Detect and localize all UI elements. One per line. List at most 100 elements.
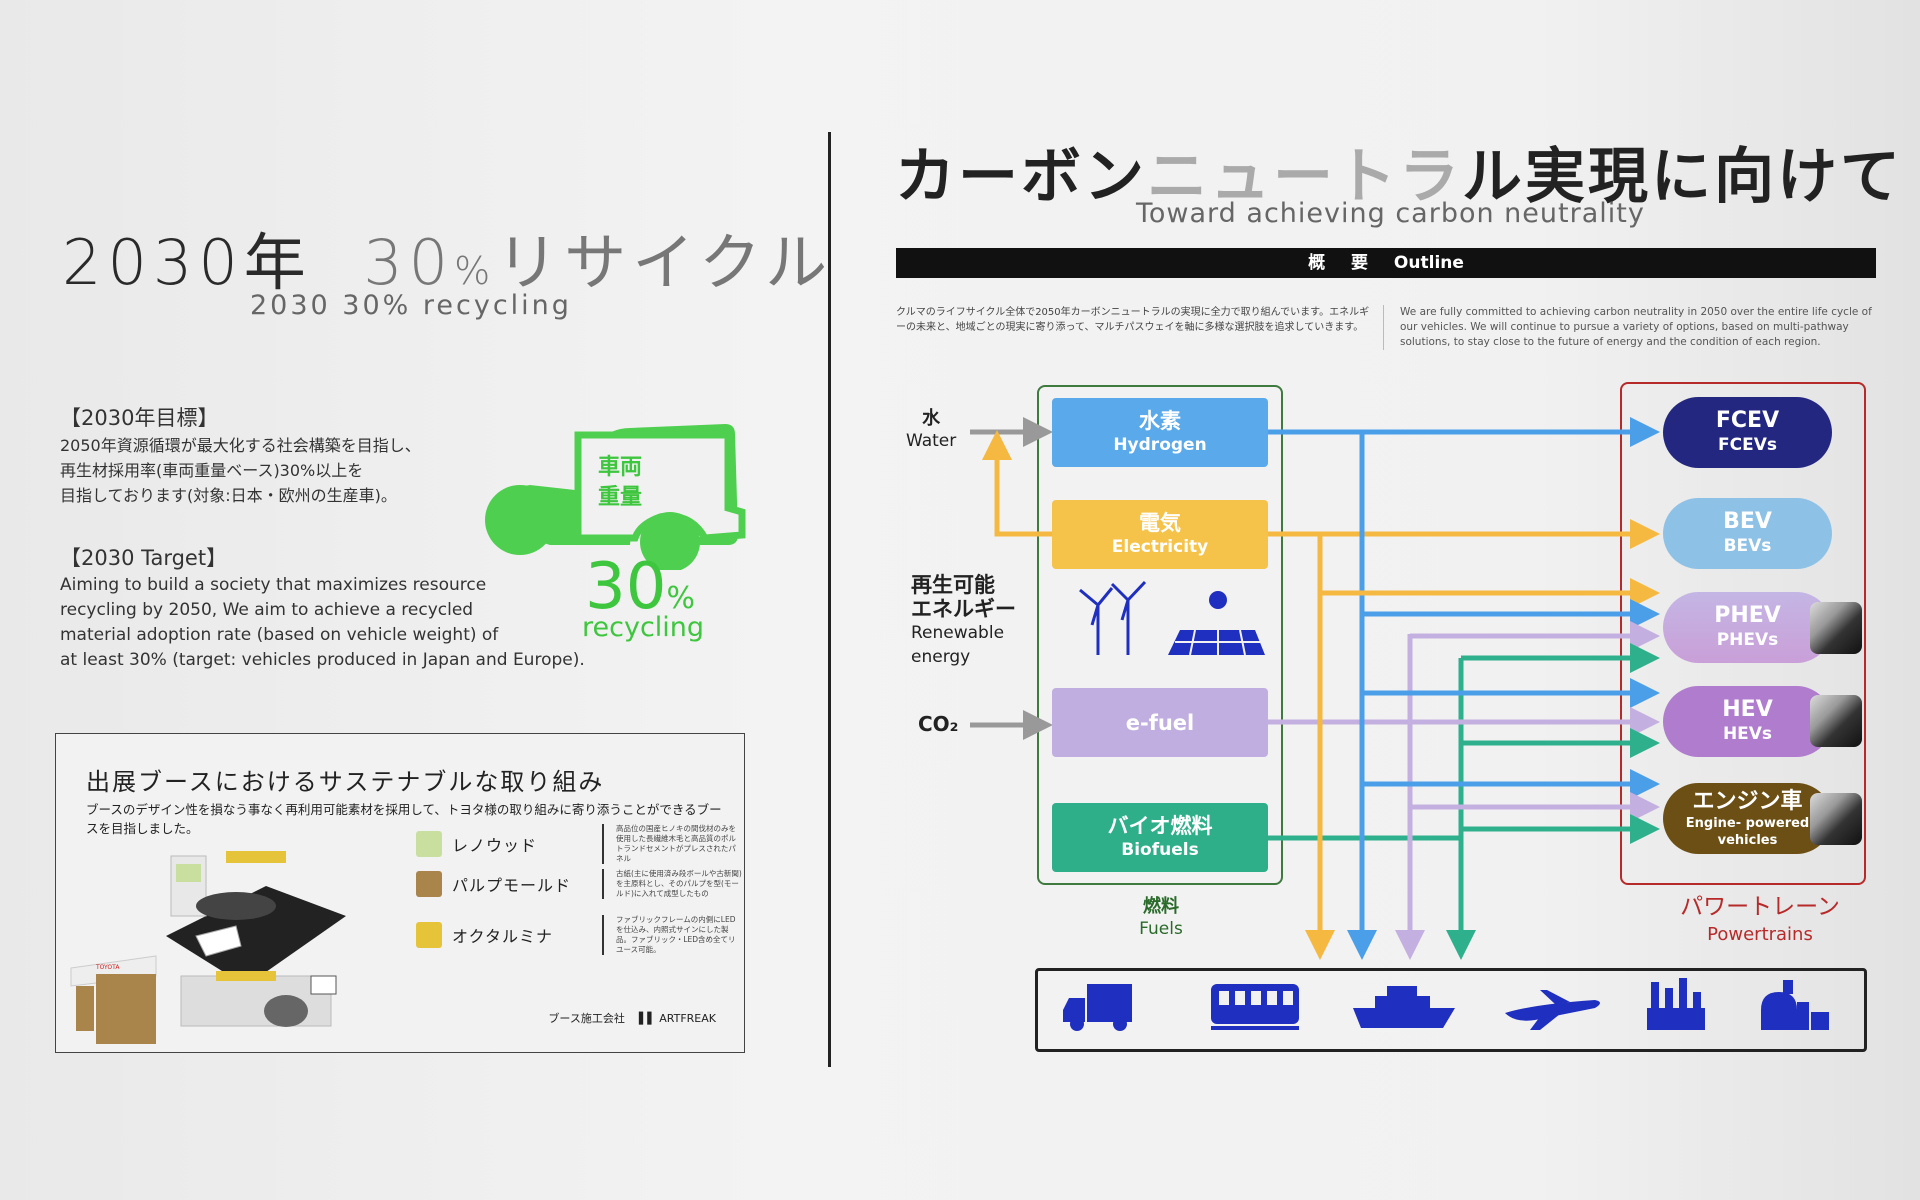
jp-line: 再生材採用率(車両重量ベース)30%以上を bbox=[60, 461, 364, 480]
pt-jp: HEV bbox=[1722, 696, 1773, 722]
water-en: Water bbox=[906, 431, 957, 451]
engine-image bbox=[1810, 695, 1862, 747]
material-pulp-mold: パルプモールド古紙(主に使用済み段ボールや古新聞)を主原料とし、そのパルプを型(… bbox=[416, 869, 742, 899]
renew-jp: エネルギー bbox=[911, 597, 1016, 621]
big-recycling-label: recycling bbox=[582, 612, 705, 643]
factory-icon bbox=[1647, 978, 1705, 1030]
solar-panel-icon bbox=[1168, 591, 1265, 656]
plant-icon bbox=[1761, 980, 1829, 1030]
renew-jp: 再生可能 bbox=[911, 573, 995, 597]
ship-icon bbox=[1353, 986, 1455, 1028]
fuel-en: Electricity bbox=[1111, 536, 1209, 557]
pt-jp: FCEV bbox=[1715, 407, 1780, 433]
credit-company: ARTFREAK bbox=[659, 1011, 716, 1025]
pt-jp: PHEV bbox=[1714, 602, 1781, 628]
jp-target-block: 【2030年目標】 2050年資源循環が最大化する社会構築を目指し、 再生材採用… bbox=[60, 406, 421, 508]
booth-desc: ブースのデザイン性を損なう事なく再利用可能素材を採用して、トヨタ様の取り組みに寄… bbox=[86, 802, 722, 836]
pt-en: PHEVs bbox=[1716, 629, 1779, 650]
fuel-jp: バイオ燃料 bbox=[1107, 813, 1213, 838]
arrow-electric-to-hydrogen bbox=[982, 430, 1052, 537]
pt-label-en: Powertrains bbox=[1707, 924, 1813, 945]
title-rest: リサイクル bbox=[496, 226, 834, 299]
right-subtitle: Toward achieving carbon neutrality bbox=[1136, 198, 1645, 229]
transport-sector-box bbox=[1035, 968, 1867, 1052]
title-pct: 30 bbox=[363, 226, 455, 299]
title-part: ル実現に向けて bbox=[1462, 142, 1903, 212]
car-label-1: 車両 bbox=[598, 455, 642, 480]
booth-title: 出展ブースにおけるサステナブルな取り組み bbox=[86, 768, 605, 796]
fuel-efuel: e-fuel bbox=[1052, 688, 1268, 757]
booth-credit: ブース施工会社 ▌▌ ARTFREAK bbox=[548, 1010, 716, 1026]
water-jp: 水 bbox=[922, 408, 941, 429]
jp-line: 2050年資源循環が最大化する社会構築を目指し、 bbox=[60, 436, 421, 455]
material-swatch bbox=[416, 831, 442, 857]
en-heading: 【2030 Target】 bbox=[60, 546, 228, 570]
material-desc: ファブリックフレームの内側にLEDを仕込み、内照式サインにした製品。ファブリック… bbox=[602, 915, 742, 955]
outline-desc-jp: クルマのライフサイクル全体で2050年カーボンニュートラルの実現に全力で取り組ん… bbox=[896, 307, 1370, 333]
car-icon: 車両 重量 bbox=[485, 424, 746, 570]
outline-desc-en: We are fully committed to achieving carb… bbox=[1383, 305, 1878, 350]
material-desc: 高品位の国産ヒノキの間伐材のみを使用した長繊維木毛と高品質のポルトランドセメント… bbox=[602, 824, 742, 864]
truck-icon bbox=[1063, 984, 1132, 1031]
panel-divider bbox=[828, 132, 831, 1067]
pt-en: BEVs bbox=[1723, 535, 1772, 556]
fuels-group bbox=[1037, 385, 1283, 885]
pt-jp: BEV bbox=[1723, 508, 1772, 534]
pt-en: HEVs bbox=[1722, 723, 1773, 744]
artfreak-logo: ▌▌ ARTFREAK bbox=[638, 1011, 716, 1025]
jp-line: 目指しております(対象:日本・欧州の生産車)。 bbox=[60, 486, 397, 505]
title-year: 2030年 bbox=[62, 226, 312, 299]
fuel-en: e-fuel bbox=[1125, 710, 1195, 735]
input-co2: CO₂ bbox=[918, 712, 959, 736]
fuel-jp: 電気 bbox=[1139, 510, 1181, 535]
wind-turbine-icon bbox=[1079, 580, 1147, 655]
transport-icons bbox=[1063, 978, 1829, 1031]
material-name: オクタルミナ bbox=[452, 927, 554, 946]
title-pct-unit: % bbox=[454, 249, 497, 293]
fuel-en: Hydrogen bbox=[1113, 434, 1207, 455]
credit-label: ブース施工会社 bbox=[548, 1012, 625, 1025]
airplane-icon bbox=[1505, 990, 1600, 1030]
en-line: Aiming to build a society that maximizes… bbox=[60, 575, 487, 595]
jp-heading: 【2030年目標】 bbox=[60, 406, 219, 430]
material-renowood: レノウッド 高品位の国産ヒノキの間伐材のみを使用した長繊維木毛と高品質のポルトラン… bbox=[416, 824, 742, 864]
booth-render-images: TOYOTA bbox=[70, 851, 346, 1044]
left-subtitle: 2030 30% recycling bbox=[250, 290, 572, 321]
pt-label-jp: パワートレーン bbox=[1680, 894, 1840, 920]
pt-en: Engine- powered vehicles bbox=[1685, 815, 1810, 848]
outline-bar: 概 要 Outline bbox=[896, 248, 1876, 278]
en-line: at least 30% (target: vehicles produced … bbox=[60, 650, 585, 670]
booth-sign: TOYOTA bbox=[95, 964, 120, 971]
engine-image bbox=[1810, 602, 1862, 654]
en-line: material adoption rate (based on vehicle… bbox=[60, 625, 499, 645]
engine-image bbox=[1810, 793, 1862, 845]
pt-en: FCEVs bbox=[1718, 434, 1777, 455]
title-part: ニュートラ bbox=[1147, 142, 1462, 212]
left-title: 2030年 30%リサイクル bbox=[62, 212, 833, 302]
right-title: カーボンニュートラル実現に向けて bbox=[895, 128, 1903, 215]
powertrains-label: パワートレーン Powertrains bbox=[1660, 893, 1860, 949]
material-name: レノウッド bbox=[452, 836, 538, 855]
fuel-jp: 水素 bbox=[1139, 408, 1181, 433]
material-name: パルプモールド bbox=[452, 876, 572, 895]
material-octaluminar: オクタルミナ ファブリックフレームの内側にLEDを仕込み、内照式サインにした製品。… bbox=[416, 915, 742, 955]
car-label-2: 重量 bbox=[598, 485, 642, 510]
big-pct-unit: % bbox=[666, 581, 695, 616]
renew-en: Renewable bbox=[911, 623, 1005, 643]
pt-jp: エンジン車 bbox=[1692, 788, 1803, 814]
en-line: recycling by 2050, We aim to achieve a r… bbox=[60, 600, 474, 620]
big-pct: 30% bbox=[585, 555, 695, 631]
title-part: カーボン bbox=[895, 142, 1147, 212]
booth-panel: 出展ブースにおけるサステナブルな取り組み ブースのデザイン性を損なう事なく再利用… bbox=[55, 733, 745, 1053]
